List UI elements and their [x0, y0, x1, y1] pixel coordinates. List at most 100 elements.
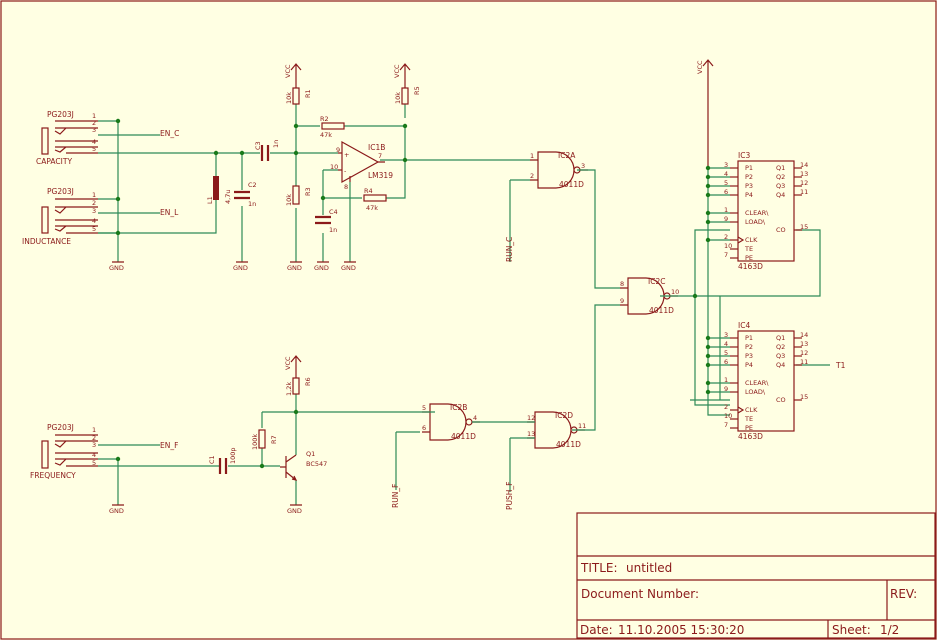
svg-text:Q1: Q1 — [776, 164, 785, 172]
svg-text:4: 4 — [92, 451, 96, 459]
svg-text:3: 3 — [724, 161, 728, 169]
resistor-r2[interactable]: R2 47k — [320, 115, 345, 139]
svg-text:5: 5 — [422, 404, 426, 412]
svg-text:3: 3 — [92, 441, 96, 449]
svg-text:7: 7 — [378, 152, 382, 160]
svg-text:12: 12 — [527, 414, 535, 422]
svg-text:2: 2 — [92, 119, 96, 127]
resistor-r5[interactable]: 10k R5 — [394, 86, 421, 105]
gate-part: 4011D — [556, 440, 581, 449]
svg-text:10k: 10k — [285, 194, 293, 206]
svg-text:13: 13 — [800, 340, 808, 348]
svg-text:5: 5 — [92, 225, 96, 233]
svg-text:GND: GND — [109, 264, 124, 272]
svg-text:1n: 1n — [272, 140, 280, 148]
svg-text:CO: CO — [776, 396, 786, 404]
capacitor-c1[interactable]: C1 100p — [208, 447, 237, 474]
svg-text:CLEAR\: CLEAR\ — [745, 209, 769, 217]
connector-inductance[interactable]: PG203J 1 2 3 4 5 INDUCTANCE — [22, 187, 98, 246]
svg-text:4,7u: 4,7u — [224, 190, 232, 204]
svg-text:4: 4 — [92, 217, 96, 225]
svg-text:11: 11 — [800, 188, 808, 196]
inductance-part: PG203J — [47, 187, 74, 196]
svg-text:EN_F: EN_F — [160, 441, 178, 450]
capacitor-c4[interactable]: C4 1n — [315, 208, 338, 234]
svg-text:R6: R6 — [304, 377, 312, 386]
svg-text:Q2: Q2 — [776, 173, 785, 181]
svg-text:LOAD\: LOAD\ — [745, 388, 766, 396]
svg-text:PE: PE — [745, 424, 753, 432]
svg-text:2: 2 — [92, 434, 96, 442]
inductance-label: INDUCTANCE — [22, 237, 71, 246]
transistor-q1[interactable]: Q1 BC547 — [280, 450, 327, 481]
svg-text:2: 2 — [530, 172, 534, 180]
svg-text:7: 7 — [724, 251, 728, 259]
svg-text:C4: C4 — [329, 208, 338, 216]
svg-text:6: 6 — [724, 358, 728, 366]
connector-capacity[interactable]: PG203J 1 2 3 4 5 CAPACITY — [36, 110, 98, 166]
counter-part: 4163D — [738, 432, 763, 441]
svg-text:P4: P4 — [745, 361, 753, 369]
svg-text:11: 11 — [800, 358, 808, 366]
frequency-part: PG203J — [47, 423, 74, 432]
title-block: TITLE: untitled Document Number: REV: Da… — [576, 512, 936, 639]
svg-text:R7: R7 — [270, 435, 278, 444]
svg-text:P2: P2 — [745, 173, 753, 181]
svg-text:4: 4 — [473, 414, 477, 422]
svg-text:GND: GND — [287, 507, 302, 515]
svg-text:C3: C3 — [254, 141, 262, 150]
svg-text:RUN_F: RUN_F — [391, 484, 400, 508]
svg-text:P3: P3 — [745, 352, 753, 360]
comparator-ic1b[interactable]: + - 9 10 7 8 IC1B LM319 — [330, 140, 393, 191]
svg-text:CLK: CLK — [745, 236, 758, 244]
inductor-l1[interactable]: L1 4,7u — [206, 176, 232, 204]
svg-text:T1: T1 — [835, 361, 846, 370]
svg-text:Q2: Q2 — [776, 343, 785, 351]
capacity-label: CAPACITY — [36, 157, 72, 166]
connector-frequency[interactable]: PG203J 1 2 3 4 5 FREQUENCY — [30, 423, 98, 480]
svg-text:GND: GND — [109, 507, 124, 515]
svg-text:2: 2 — [92, 199, 96, 207]
svg-text:5: 5 — [92, 145, 96, 153]
svg-text:Q1: Q1 — [306, 450, 315, 458]
svg-text:9: 9 — [724, 385, 728, 393]
svg-text:9: 9 — [724, 215, 728, 223]
resistor-r6[interactable]: 1,2k R6 — [285, 377, 312, 396]
svg-text:1: 1 — [724, 376, 728, 384]
svg-text:P2: P2 — [745, 343, 753, 351]
capacitor-c3[interactable]: C3 1n — [254, 140, 280, 161]
svg-text:TE: TE — [744, 415, 753, 423]
svg-text:Q4: Q4 — [776, 361, 785, 369]
counter-ref: IC3 — [738, 151, 750, 160]
resistor-r3[interactable]: 10k R3 — [285, 185, 312, 206]
svg-text:3: 3 — [724, 331, 728, 339]
resistor-r4[interactable]: R4 47k — [363, 187, 387, 212]
svg-text:PE: PE — [745, 254, 753, 262]
svg-text:1: 1 — [92, 426, 96, 434]
svg-text:9: 9 — [336, 146, 340, 154]
svg-text:10k: 10k — [285, 92, 293, 104]
svg-text:100p: 100p — [229, 447, 237, 464]
svg-text:L1: L1 — [206, 196, 214, 204]
svg-text:C1: C1 — [208, 455, 216, 464]
svg-text:R5: R5 — [413, 86, 421, 95]
svg-text:EN_L: EN_L — [160, 208, 179, 217]
svg-text:1: 1 — [724, 206, 728, 214]
capacitor-c2[interactable]: C2 1n — [234, 181, 257, 208]
svg-text:-: - — [344, 167, 347, 175]
svg-text:VCC: VCC — [284, 356, 292, 370]
svg-text:10: 10 — [671, 288, 679, 296]
svg-text:C2: C2 — [248, 181, 257, 189]
svg-text:P1: P1 — [745, 164, 753, 172]
vcc-symbols: VCC VCC VCC VCC — [284, 59, 714, 378]
svg-text:13: 13 — [800, 170, 808, 178]
resistor-r1[interactable]: 10k R1 — [285, 87, 312, 105]
resistor-r7[interactable]: 100k R7 — [251, 429, 278, 450]
